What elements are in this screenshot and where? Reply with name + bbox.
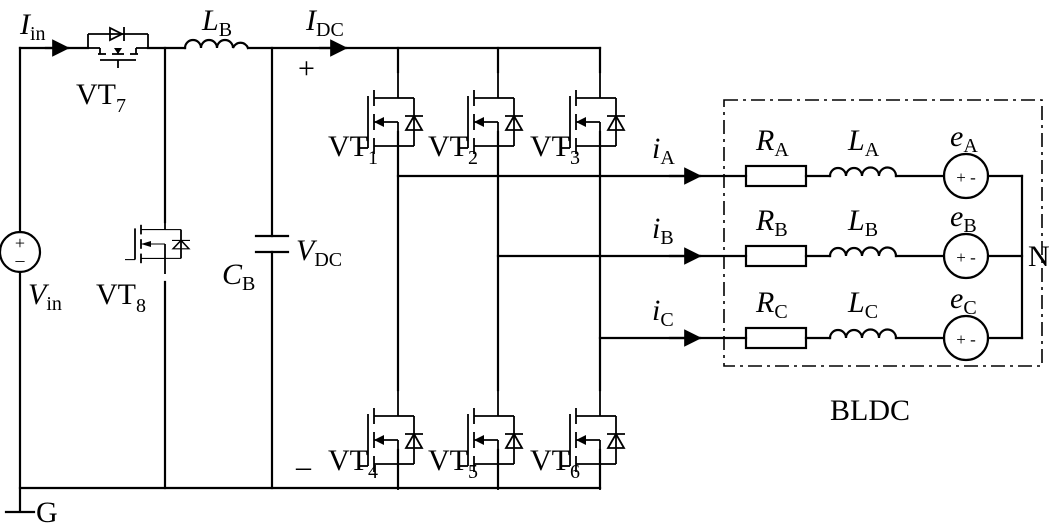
rb-resistor-icon (744, 244, 808, 268)
lc-inductor-icon (828, 328, 898, 340)
vt8-label: VT8 (96, 278, 146, 317)
svg-text:+ -: + - (956, 248, 976, 267)
ea-voltage-source-icon: + - (942, 152, 990, 200)
vt3-label: VT3 (530, 130, 580, 169)
ra-label: RA (755, 124, 789, 161)
current-arrows (44, 39, 702, 347)
lc-label: LC (847, 286, 878, 323)
ia-label: iA (652, 132, 675, 169)
la-inductor-icon (828, 166, 898, 178)
svg-text:+ -: + - (956, 168, 976, 187)
bldc-label: BLDC (830, 394, 910, 427)
la-label: LA (847, 124, 880, 161)
ib-label: iB (652, 212, 674, 249)
vt6-label: VT6 (530, 444, 580, 483)
minus-sign: – (295, 450, 312, 483)
vt1-label: VT1 (328, 130, 378, 169)
lb-label: LB (201, 4, 232, 41)
ic-label: iC (652, 294, 674, 331)
neutral-label: N (1028, 240, 1050, 273)
ec-label: eC (950, 282, 977, 319)
i-in-label: Iin (19, 8, 46, 45)
wiring (18, 46, 1024, 512)
rc-label: RC (755, 286, 788, 323)
vt2-label: VT2 (428, 130, 478, 169)
vt7-mosfet-icon (87, 26, 149, 68)
ec-voltage-source-icon: + - (942, 314, 990, 362)
component-labels: Iin VT7 LB IDC + – VT1 VT2 VT3 VT4 VT5 V… (19, 4, 1050, 529)
vt5-label: VT5 (428, 444, 478, 483)
vin-voltage-source-icon: + – (0, 230, 42, 274)
vt7-label: VT7 (76, 78, 126, 117)
vin-label: Vin (28, 278, 62, 315)
cb-label: CB (222, 258, 255, 295)
vt8-mosfet-icon (124, 202, 191, 275)
lb-phase-label: LB (847, 204, 878, 241)
lb-phase-inductor-icon (828, 246, 898, 258)
bldc-motor-model: + - + - + - (723, 99, 1043, 367)
bldc-boundary (723, 99, 1043, 367)
eb-label: eB (950, 200, 977, 237)
plus-sign: + (298, 52, 315, 85)
ground-label: G (36, 496, 58, 529)
cb-capacitor-icon (254, 234, 290, 254)
ea-label: eA (950, 120, 978, 157)
i-dc-label: IDC (305, 4, 344, 41)
svg-text:+: + (15, 233, 25, 253)
rb-label: RB (755, 204, 788, 241)
eb-voltage-source-icon: + - (942, 232, 990, 280)
vdc-label: VDC (296, 234, 342, 271)
svg-text:–: – (15, 250, 26, 270)
ra-resistor-icon (744, 164, 808, 188)
rc-resistor-icon (744, 326, 808, 350)
svg-text:+ -: + - (956, 330, 976, 349)
vt4-label: VT4 (328, 444, 378, 483)
lb-inductor-icon (183, 38, 250, 50)
